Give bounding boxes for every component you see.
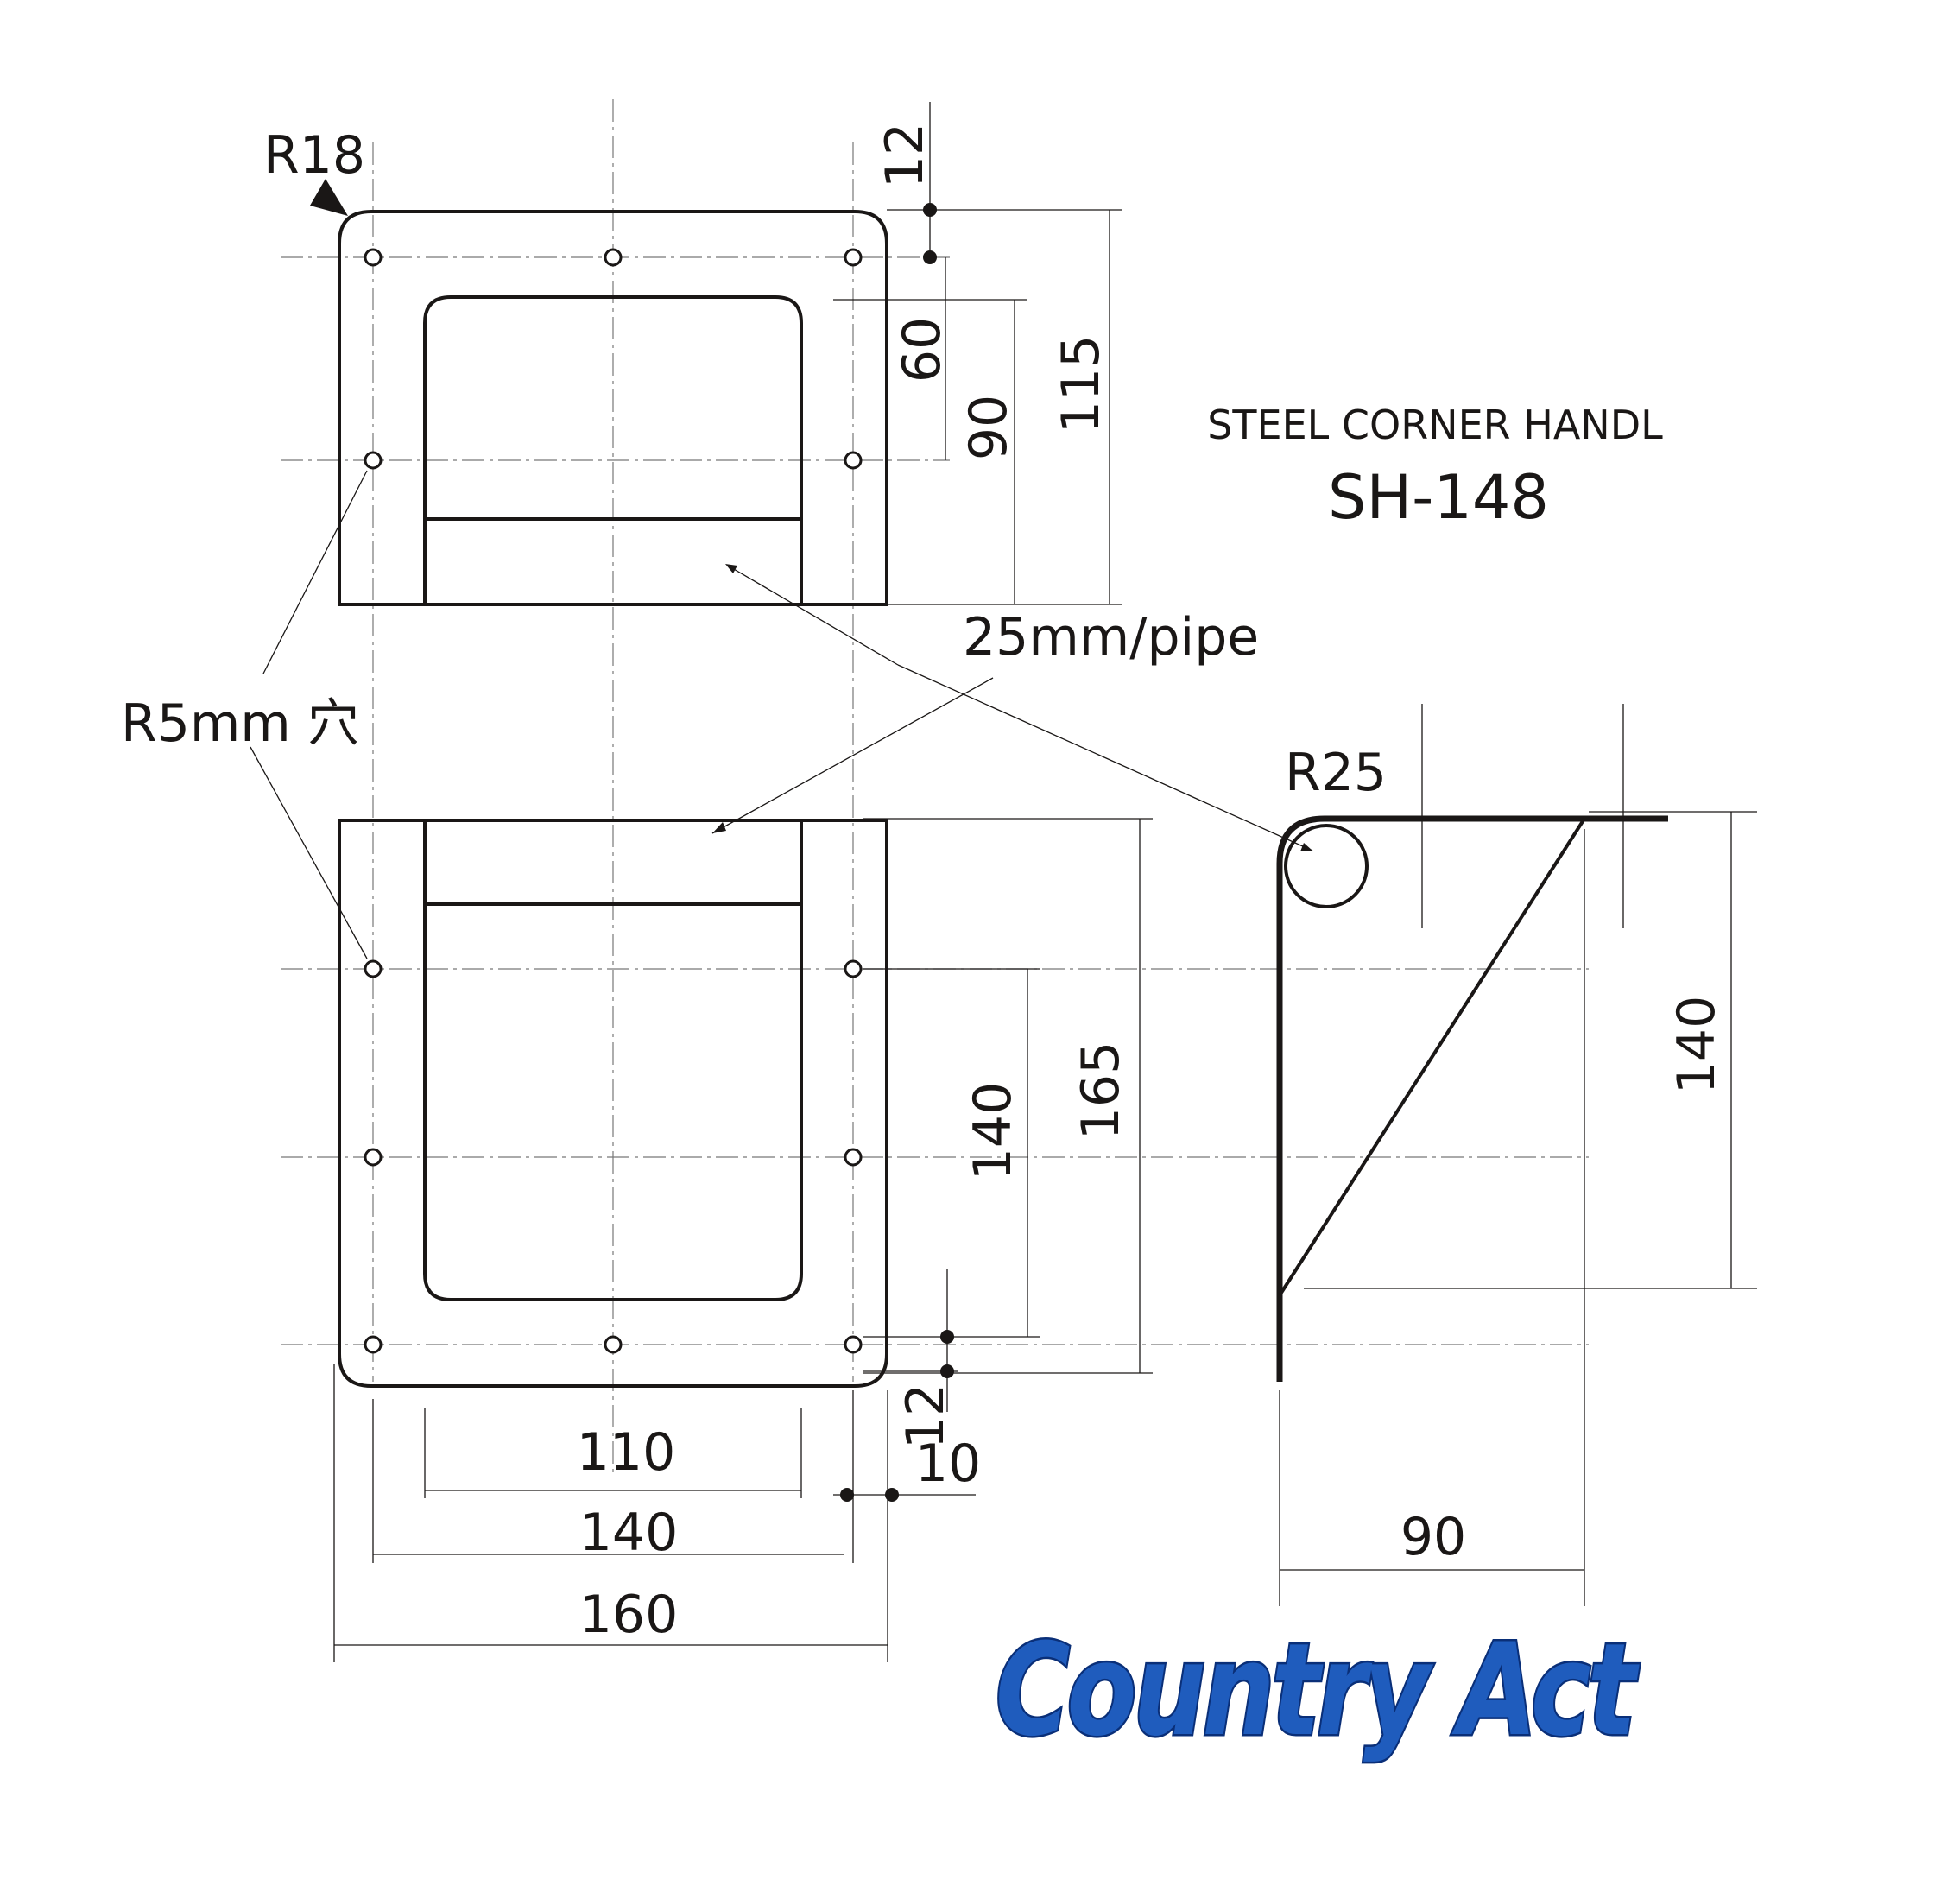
top-view-dimension-lines <box>833 102 1122 605</box>
dim-hole-spacing: 140 <box>963 1082 1023 1181</box>
dim-side-margin: 10 <box>915 1433 981 1494</box>
top-view-dimensions: 12 60 90 115 <box>875 123 1111 460</box>
dimension-dot <box>923 203 937 217</box>
bend-radius-label: R25 <box>1285 743 1387 803</box>
top-view <box>338 210 888 606</box>
corner-radius-label: R18 <box>263 125 365 186</box>
side-view <box>1276 815 1668 1382</box>
mounting-hole <box>364 959 383 978</box>
side-view-bracket <box>1276 815 1668 1382</box>
mounting-hole <box>364 1148 383 1167</box>
hole-radius-label: R5mm 穴 <box>121 693 359 754</box>
dim-hole-to-recess: 60 <box>892 317 952 383</box>
title-line-2: SH-148 <box>1328 462 1549 533</box>
r18-arrowhead <box>310 179 348 216</box>
mounting-hole <box>364 451 383 470</box>
leader-arrowhead <box>725 564 737 573</box>
dim-front-overall-height: 165 <box>1071 1041 1131 1141</box>
dimension-dot <box>940 1330 954 1344</box>
top-view-plate <box>338 210 888 606</box>
mounting-hole <box>844 248 863 267</box>
mounting-hole <box>604 1335 623 1354</box>
pipe-section <box>1284 824 1369 908</box>
center-lines <box>281 99 1589 1477</box>
front-view <box>338 819 888 1388</box>
side-view-dimension-lines <box>1279 704 1757 1606</box>
country-act-logo: Country Act <box>996 1617 1640 1764</box>
front-view-dimensions: 140 165 12 10 110 140 160 <box>577 1041 1131 1645</box>
leader-lines <box>250 179 1313 959</box>
top-view-recess <box>423 295 803 604</box>
front-view-plate <box>338 819 888 1388</box>
mounting-hole <box>364 248 383 267</box>
dim-hole-span: 140 <box>579 1503 679 1563</box>
dim-hole-to-bottom: 90 <box>958 395 1019 460</box>
dim-top-overall-height: 115 <box>1051 335 1111 434</box>
front-view-dimension-lines <box>333 818 1153 1662</box>
title-line-1: STEEL CORNER HANDL <box>1207 402 1663 448</box>
mounting-hole <box>604 248 623 267</box>
dim-bottom-margin: 12 <box>895 1383 956 1449</box>
side-view-dimensions: 140 90 <box>1400 996 1727 1567</box>
mounting-hole <box>844 1148 863 1167</box>
mounting-hole <box>844 451 863 470</box>
leader-arrowhead <box>1300 843 1312 851</box>
front-view-recess <box>423 820 803 1301</box>
dimension-dot <box>885 1488 899 1502</box>
pipe-label: 25mm/pipe <box>963 607 1259 668</box>
mounting-hole <box>364 1335 383 1354</box>
dim-front-overall-width: 160 <box>579 1585 679 1645</box>
side-view-gusset <box>1278 817 1586 1297</box>
leader-arrowhead <box>712 822 726 833</box>
mounting-hole <box>844 1335 863 1354</box>
dim-recess-width: 110 <box>577 1422 676 1483</box>
dimension-dot <box>923 250 937 264</box>
dimension-dot <box>840 1488 854 1502</box>
title-block: STEEL CORNER HANDL SH-148 <box>1207 402 1663 533</box>
dimension-dot <box>940 1364 954 1378</box>
dim-side-height: 140 <box>1666 996 1727 1095</box>
callouts: R18 R5mm 穴 25mm/pipe R25 <box>121 125 1387 803</box>
dim-edge-to-hole: 12 <box>875 123 935 188</box>
dim-side-depth: 90 <box>1400 1507 1466 1567</box>
mounting-hole <box>844 959 863 978</box>
